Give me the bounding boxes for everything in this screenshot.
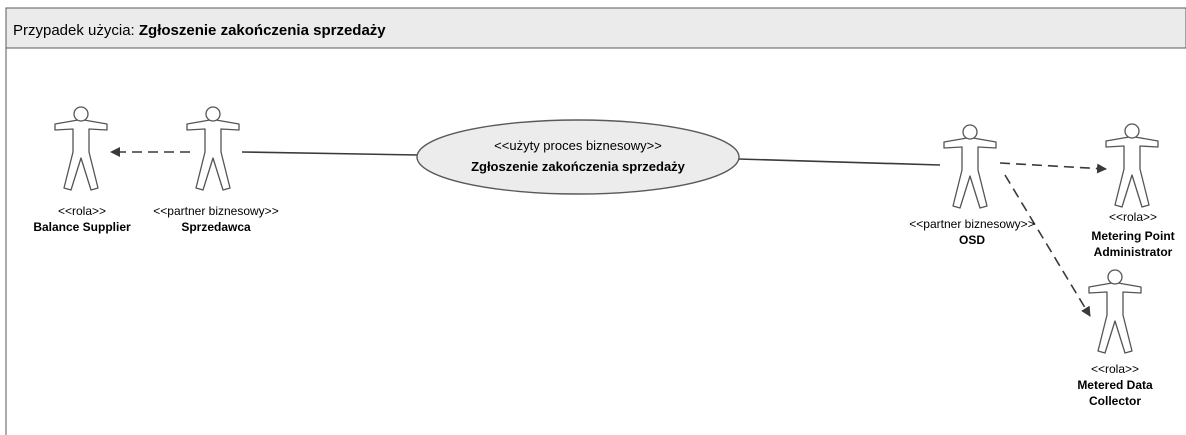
frame-header: [5, 7, 1186, 49]
actor-balance-supplier-name: Balance Supplier: [33, 220, 131, 234]
actor-osd-name: OSD: [959, 233, 985, 247]
actor-body: [54, 119, 108, 191]
actor-metering-point-administrator[interactable]: [1105, 123, 1159, 208]
actor-metering-point-administrator-name-line-2: Administrator: [1094, 245, 1173, 259]
actor-body: [1088, 282, 1142, 354]
actor-metered-data-collector[interactable]: [1088, 269, 1142, 354]
dependency-osd-metering-point-administrator: [999, 162, 1107, 174]
actor-metered-data-collector-stereotype: <<rola>>: [1091, 362, 1139, 376]
actor-osd-stereotype: <<partner biznesowy>>: [909, 217, 1034, 231]
actor-head: [1124, 123, 1140, 139]
frame-title-name: Zgłoszenie zakończenia sprzedaży: [139, 22, 386, 39]
actor-sprzedawca-stereotype: <<partner biznesowy>>: [153, 204, 278, 218]
actor-body: [186, 119, 240, 191]
use-case-ellipse: [416, 119, 740, 195]
actor-sprzedawca[interactable]: [186, 106, 240, 191]
actor-metering-point-administrator-name-line-1: Metering Point: [1091, 229, 1174, 243]
use-case[interactable]: <<użyty proces biznesowy>> Zgłoszenie za…: [416, 119, 740, 195]
diagram-frame: Przypadek użycia: Zgłoszenie zakończenia…: [5, 7, 1186, 435]
actor-metering-point-administrator-stereotype: <<rola>>: [1109, 210, 1157, 224]
association-sprzedawca-usecase: [241, 151, 419, 156]
actor-metered-data-collector-name-line-2: Collector: [1089, 394, 1141, 408]
dependency-osd-metered-data-collector: [1004, 174, 1091, 317]
actor-metered-data-collector-name-line-1: Metered Data: [1077, 378, 1153, 392]
actor-sprzedawca-name: Sprzedawca: [181, 220, 251, 234]
association-usecase-osd: [737, 158, 941, 166]
actor-body: [943, 137, 997, 209]
actor-head: [205, 106, 221, 122]
actor-head: [73, 106, 89, 122]
frame-title-prefix: Przypadek użycia:: [13, 22, 139, 39]
frame-title: Przypadek użycia: Zgłoszenie zakończenia…: [13, 22, 386, 39]
use-case-name: Zgłoszenie zakończenia sprzedaży: [471, 159, 686, 174]
use-case-stereotype: <<użyty proces biznesowy>>: [494, 138, 662, 153]
actor-body: [1105, 136, 1159, 208]
actor-osd[interactable]: [943, 124, 997, 209]
actor-head: [1107, 269, 1123, 285]
actor-head: [962, 124, 978, 140]
actor-balance-supplier-stereotype: <<rola>>: [58, 204, 106, 218]
actor-balance-supplier[interactable]: [54, 106, 108, 191]
